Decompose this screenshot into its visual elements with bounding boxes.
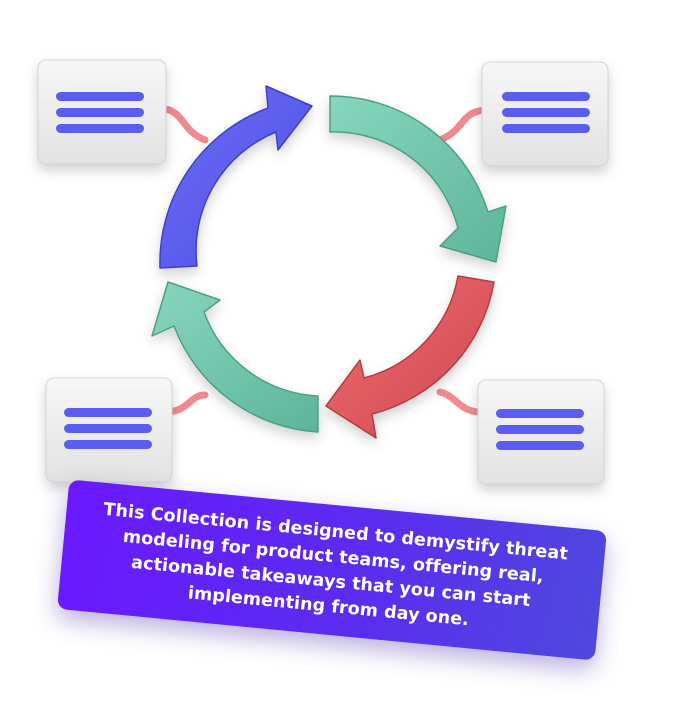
card-top-left bbox=[37, 59, 167, 165]
connector-bottom-left bbox=[164, 391, 209, 416]
card-bottom-right bbox=[477, 379, 605, 485]
arrow-blue bbox=[159, 85, 313, 269]
connector-top-left bbox=[156, 104, 209, 144]
connector-top-right bbox=[436, 106, 489, 144]
arrow-teal-top bbox=[329, 95, 507, 263]
arrow-red bbox=[325, 275, 495, 439]
connector-bottom-right bbox=[436, 388, 484, 416]
card-bottom-left bbox=[45, 377, 173, 483]
arrow-teal-bottom bbox=[151, 281, 319, 433]
card-top-right bbox=[481, 61, 609, 167]
